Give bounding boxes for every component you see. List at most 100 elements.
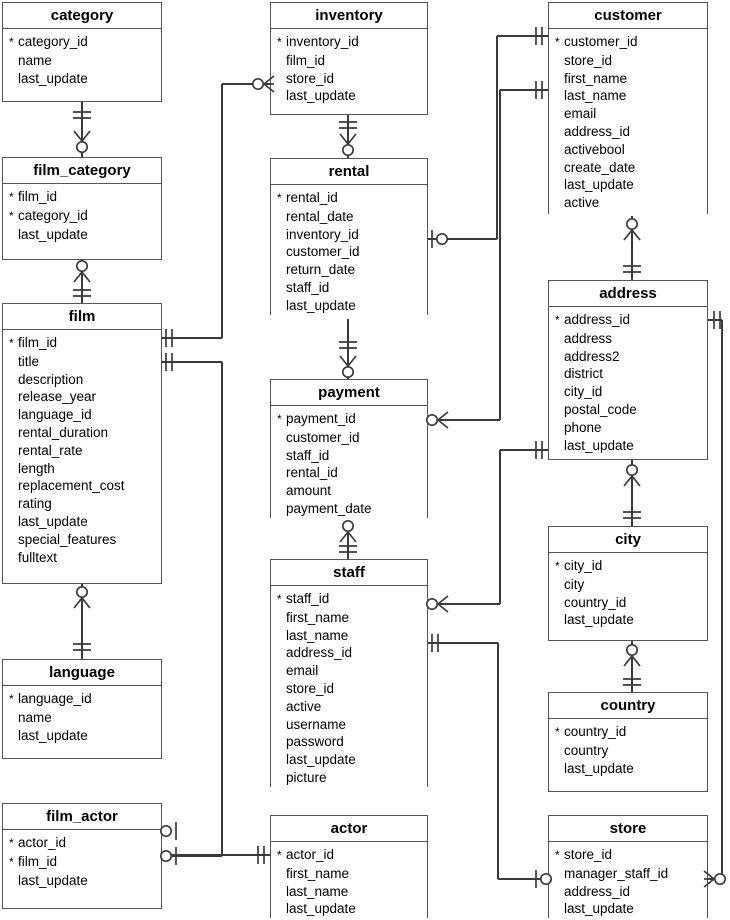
connector-store-address	[721, 320, 723, 879]
attribute-name: staff_id	[286, 279, 330, 295]
attribute-name: rental_duration	[18, 424, 109, 440]
connector-staff-store	[428, 642, 498, 644]
attribute-row: *actor_id	[3, 834, 161, 853]
attribute-row: *country_id	[549, 723, 707, 742]
attribute-row: last_update	[3, 727, 161, 745]
attribute-name: email	[564, 106, 597, 122]
attribute-row: last_update	[3, 70, 161, 88]
connector-rental-customer	[496, 36, 498, 239]
entity-title-customer: customer	[549, 3, 707, 29]
primary-key-marker-icon: *	[277, 35, 282, 49]
primary-key-marker-icon: *	[555, 313, 560, 327]
attribute-name: country	[564, 742, 609, 758]
entity-title-inventory: inventory	[271, 3, 427, 29]
entity-title-language: language	[3, 660, 161, 686]
attribute-row: rental_date	[271, 208, 427, 226]
connector-film-film_actor	[162, 855, 222, 857]
primary-key-marker-icon: *	[9, 336, 14, 350]
attribute-row: address_id	[549, 123, 707, 141]
attribute-row: last_update	[549, 760, 707, 778]
attribute-name: description	[18, 371, 84, 387]
attribute-row: rating	[3, 495, 161, 513]
attribute-name: last_update	[18, 727, 88, 743]
attribute-row: country_id	[549, 594, 707, 612]
attribute-name: fulltext	[18, 549, 58, 565]
attribute-name: city	[564, 576, 585, 592]
attribute-name: phone	[564, 419, 602, 435]
attribute-name: last_name	[564, 88, 627, 104]
primary-key-marker-icon: *	[555, 35, 560, 49]
attribute-name: last_update	[18, 872, 88, 888]
primary-key-marker-icon: *	[9, 854, 14, 869]
attribute-name: last_update	[18, 70, 88, 86]
entity-title-category: category	[3, 3, 161, 29]
attribute-name: city_id	[564, 558, 603, 573]
attribute-row: address	[549, 330, 707, 348]
entity-title-staff: staff	[271, 560, 427, 586]
attribute-name: store_id	[286, 680, 335, 696]
attribute-name: country_id	[564, 594, 627, 610]
attribute-row: last_update	[549, 437, 707, 455]
attribute-name: store_id	[286, 70, 335, 86]
attribute-name: last_update	[564, 437, 634, 453]
attribute-row: last_update	[549, 176, 707, 194]
attribute-row: release_year	[3, 388, 161, 406]
attribute-row: name	[3, 709, 161, 727]
attribute-row: *language_id	[3, 690, 161, 709]
connector-film-inventory	[221, 84, 223, 338]
attribute-name: district	[564, 366, 604, 382]
attribute-name: last_name	[286, 627, 349, 643]
connector-rental-customer	[497, 35, 548, 37]
attribute-row: store_id	[549, 52, 707, 70]
attribute-row: rental_id	[271, 464, 427, 482]
attribute-row: first_name	[271, 865, 427, 883]
attribute-name: store_id	[564, 847, 613, 862]
attribute-row: replacement_cost	[3, 477, 161, 495]
attribute-row: inventory_id	[271, 226, 427, 244]
primary-key-marker-icon: *	[277, 592, 282, 606]
attribute-name: country_id	[564, 724, 627, 739]
connector-staff-address	[428, 603, 500, 605]
attribute-row: last_update	[549, 611, 707, 629]
attribute-row: district	[549, 365, 707, 383]
attribute-row: rental_duration	[3, 424, 161, 442]
attribute-row: *film_id	[3, 853, 161, 872]
attribute-row: description	[3, 371, 161, 389]
attribute-row: last_update	[271, 900, 427, 918]
connector-film-inventory	[162, 337, 222, 339]
attribute-name: city_id	[564, 384, 603, 400]
attribute-name: last_update	[564, 760, 634, 776]
attribute-row: email	[549, 105, 707, 123]
connector-category-film_category	[81, 102, 83, 157]
attribute-row: return_date	[271, 261, 427, 279]
connector-staff-address	[499, 450, 501, 604]
connector-film_category-film	[81, 260, 83, 303]
attribute-row: last_update	[3, 513, 161, 531]
attribute-row: *inventory_id	[271, 33, 427, 52]
attribute-name: picture	[286, 769, 327, 785]
attribute-name: store_id	[564, 52, 613, 68]
entity-title-store: store	[549, 816, 707, 842]
